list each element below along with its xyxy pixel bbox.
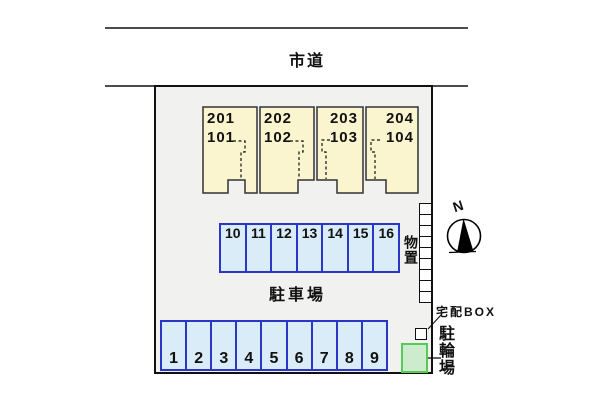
parking-space-number: 13 bbox=[301, 225, 318, 241]
storage-unit-cell bbox=[419, 291, 432, 303]
parking-space-number: 9 bbox=[369, 350, 379, 367]
parking-space-5: 5 bbox=[262, 322, 288, 369]
parking-space-10: 10 bbox=[221, 225, 247, 271]
entry-path-102 bbox=[290, 140, 304, 179]
unit-upper-number: 202 bbox=[264, 110, 293, 127]
parking-space-number: 12 bbox=[276, 225, 292, 241]
building-unit-104 bbox=[365, 106, 419, 194]
bicycle-parking-area bbox=[401, 343, 428, 373]
parking-space-8: 8 bbox=[337, 322, 363, 369]
parking-lot-label: 駐車場 bbox=[268, 287, 326, 304]
parking-space-number: 6 bbox=[294, 350, 304, 367]
unit-label-204-104: 204 104 bbox=[365, 109, 414, 147]
unit-lower-number: 103 bbox=[329, 129, 358, 146]
parking-space-1: 1 bbox=[162, 322, 188, 369]
delivery-box-label: 宅配BOX bbox=[436, 305, 497, 319]
parking-space-number: 11 bbox=[250, 225, 266, 241]
storage-units-column bbox=[419, 203, 432, 303]
unit-lower-number: 101 bbox=[207, 129, 236, 146]
parking-space-16: 16 bbox=[374, 225, 399, 271]
entry-path-103 bbox=[321, 139, 330, 179]
storage-label: 物置 bbox=[403, 235, 419, 265]
parking-space-number: 16 bbox=[378, 225, 395, 241]
building-unit-103 bbox=[316, 106, 364, 194]
unit-upper-number: 201 bbox=[207, 110, 236, 127]
entry-path-101 bbox=[233, 140, 246, 179]
parking-space-15: 15 bbox=[348, 225, 375, 271]
bicycle-parking-label: 駐輪場 bbox=[436, 325, 453, 376]
unit-label-201-101: 201 101 bbox=[207, 109, 253, 147]
parking-space-number: 10 bbox=[225, 225, 241, 241]
parking-space-13: 13 bbox=[297, 225, 324, 271]
north-compass-icon bbox=[446, 218, 482, 254]
unit-upper-number: 204 bbox=[385, 110, 414, 127]
parking-space-2: 2 bbox=[187, 322, 213, 369]
building-unit-102 bbox=[259, 106, 315, 194]
parking-row-10-16: 10 11 12 13 14 15 16 bbox=[219, 223, 400, 273]
parking-space-number: 1 bbox=[169, 350, 178, 367]
parking-space-12: 12 bbox=[272, 225, 298, 271]
parking-space-7: 7 bbox=[312, 322, 338, 369]
unit-lower-number: 102 bbox=[264, 129, 293, 146]
parking-space-3: 3 bbox=[212, 322, 238, 369]
parking-space-11: 11 bbox=[246, 225, 273, 271]
parking-space-9: 9 bbox=[362, 322, 386, 369]
parking-space-number: 2 bbox=[194, 350, 204, 367]
parking-space-4: 4 bbox=[237, 322, 263, 369]
parking-space-number: 4 bbox=[244, 350, 254, 367]
unit-label-203-103: 203 103 bbox=[310, 109, 358, 147]
parking-space-number: 3 bbox=[219, 350, 229, 367]
delivery-box-leader-line bbox=[427, 314, 442, 330]
unit-lower-number: 104 bbox=[385, 129, 414, 146]
building-unit-101 bbox=[202, 106, 258, 194]
entry-path-104 bbox=[370, 139, 380, 179]
parking-space-number: 14 bbox=[327, 225, 343, 241]
delivery-box-marker bbox=[415, 328, 427, 340]
parking-space-14: 14 bbox=[323, 225, 349, 271]
unit-upper-number: 203 bbox=[329, 110, 358, 127]
road-label: 市道 bbox=[288, 53, 325, 70]
parking-space-6: 6 bbox=[287, 322, 313, 369]
parking-space-number: 7 bbox=[319, 350, 329, 367]
parking-space-number: 15 bbox=[352, 225, 369, 241]
parking-space-number: 5 bbox=[269, 350, 279, 367]
parking-space-number: 8 bbox=[344, 350, 354, 367]
unit-label-202-102: 202 102 bbox=[264, 109, 310, 147]
